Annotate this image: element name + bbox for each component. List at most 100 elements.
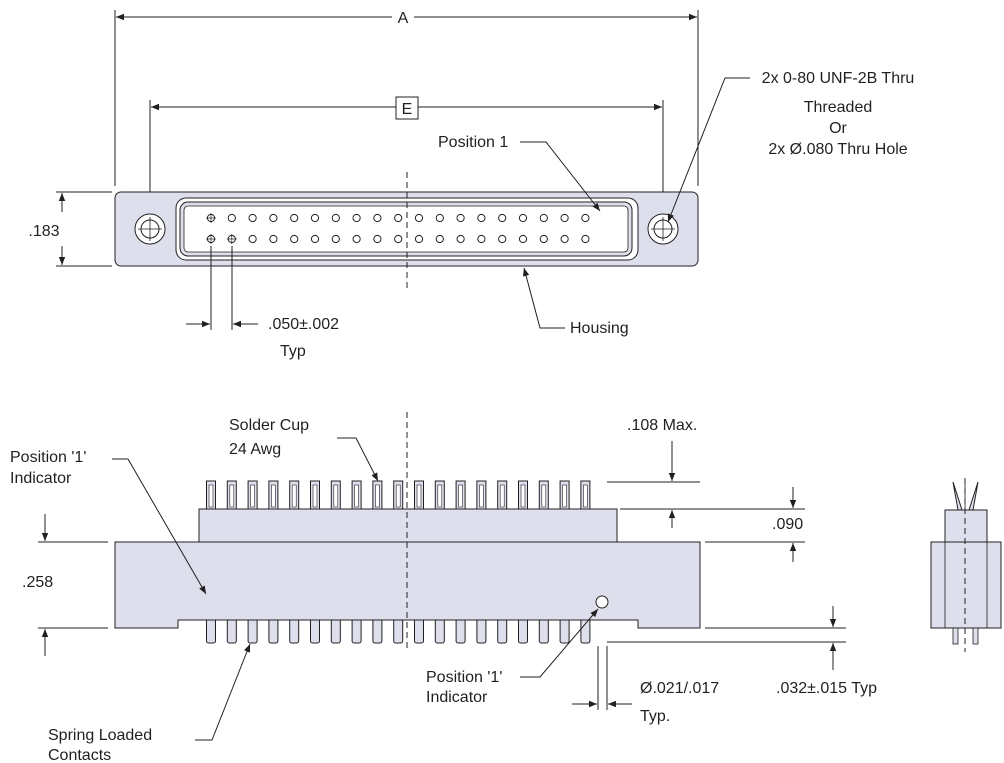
dim-e-label: E	[402, 101, 413, 118]
spring-contact	[497, 617, 508, 644]
top-view: A E	[28, 10, 914, 360]
pin-hole	[331, 213, 340, 223]
solder-cup-slot	[395, 484, 401, 508]
pin-hole	[331, 234, 340, 244]
pin-hole	[394, 234, 403, 244]
spring-contact	[434, 617, 445, 644]
solder-cups	[206, 480, 591, 511]
dim-258: .258	[22, 514, 108, 656]
dim-032: .032±.015 Typ	[607, 606, 877, 697]
mount-hole-left	[134, 213, 166, 245]
max-108-label: .108 Max.	[627, 417, 697, 434]
solder-cup-slot	[458, 484, 463, 508]
insert-face	[183, 205, 629, 253]
tail-032-label: .032±.015 Typ	[776, 680, 877, 697]
pin-hole	[310, 213, 320, 223]
bottom-indicator-line-2: Indicator	[426, 689, 488, 706]
pin-hole	[581, 213, 590, 223]
pin-hole	[518, 234, 528, 244]
solder-cup-slot	[437, 484, 443, 508]
housing-label: Housing	[570, 320, 629, 337]
housing-callout: Housing	[522, 267, 629, 337]
position-indicator-line-2: Indicator	[10, 470, 72, 487]
pin-hole	[456, 213, 465, 223]
mount-hole-note-line-3: Or	[829, 120, 847, 137]
pin-hole	[456, 234, 465, 244]
pin-hole	[310, 234, 320, 244]
dimension-183: .183	[28, 191, 112, 267]
solder-cup-slot	[416, 484, 422, 508]
side-view: Solder Cup 24 Awg Position '1' Indicator…	[10, 412, 877, 763]
dim-090-label: .090	[772, 516, 803, 533]
pin-hole	[352, 213, 361, 223]
pin-hole	[581, 234, 590, 244]
spring-contact	[414, 617, 424, 644]
solder-cup-label-line-1: Solder Cup	[229, 417, 309, 434]
spring-contact	[372, 617, 383, 644]
spring-contacts-line-1: Spring Loaded	[48, 727, 152, 744]
pin-hole	[477, 234, 486, 244]
pin-hole	[290, 234, 299, 244]
max-108-dimension: .108 Max.	[607, 417, 805, 528]
bottom-indicator-line-1: Position '1'	[426, 669, 502, 686]
spring-contacts-callout: Spring Loaded Contacts	[48, 643, 251, 763]
pin-hole	[227, 213, 236, 223]
solder-cup-slot	[541, 484, 547, 508]
position-indicator-dot	[595, 595, 609, 609]
pitch-dimension: .050±.002 Typ	[186, 246, 339, 360]
solder-cup-slot	[291, 484, 297, 508]
pin-hole	[539, 213, 548, 223]
solder-cup-slot	[208, 484, 214, 508]
pin-hole	[414, 234, 424, 244]
pin-hole	[539, 234, 548, 244]
pitch-typ-label: Typ	[280, 343, 306, 360]
pin-hole	[394, 213, 403, 223]
spring-contacts	[206, 617, 591, 644]
solder-cup-slot	[312, 484, 318, 508]
solder-cup-slot	[271, 484, 276, 508]
pin-hole	[373, 234, 382, 244]
pin-hole	[269, 234, 278, 244]
solder-cup-slot	[583, 484, 588, 508]
mount-hole-right	[647, 213, 679, 245]
pin-hole	[290, 213, 299, 223]
solder-cup-slot	[375, 484, 380, 508]
solder-cup-slot	[354, 484, 359, 508]
pin-hole	[352, 234, 361, 244]
insulator	[198, 508, 618, 543]
pin-hole	[498, 234, 507, 244]
solder-cup-slot	[520, 484, 526, 508]
spring-contact	[310, 617, 320, 644]
pin-hole	[560, 234, 569, 244]
pin-hole	[269, 213, 278, 223]
pin-hole	[248, 213, 257, 223]
spring-contact	[226, 617, 237, 644]
diameter-typ-label: Typ.	[640, 708, 670, 725]
spring-contact	[206, 617, 216, 644]
spring-contact	[559, 617, 570, 644]
spring-contact	[538, 617, 549, 644]
spring-contact	[351, 617, 362, 644]
pin-hole	[435, 213, 444, 223]
pin-hole	[435, 234, 444, 244]
pin-hole	[477, 213, 486, 223]
mount-hole-note-line-4: 2x Ø.080 Thru Hole	[768, 141, 907, 158]
end-body	[930, 541, 1002, 629]
end-view	[930, 478, 1002, 652]
position-indicator-line-1: Position '1'	[10, 449, 86, 466]
mount-hole-note: 2x 0-80 UNF-2B Thru Threaded Or 2x Ø.080…	[667, 70, 914, 223]
diameter-label: Ø.021/.017	[640, 680, 719, 697]
spring-contact	[247, 617, 258, 644]
dim-e-box	[395, 96, 419, 120]
solder-cup-slot	[229, 484, 235, 508]
pin-hole	[373, 213, 382, 223]
mount-hole-note-line-2: Threaded	[804, 99, 873, 116]
solder-cup-slot	[250, 484, 255, 508]
position-1-label: Position 1	[438, 134, 508, 151]
spring-contact	[330, 617, 341, 644]
spring-contact	[455, 617, 466, 644]
dimension-e: E	[149, 96, 664, 206]
position-1-callout: Position 1	[438, 134, 601, 212]
dimension-a: A	[114, 10, 699, 186]
